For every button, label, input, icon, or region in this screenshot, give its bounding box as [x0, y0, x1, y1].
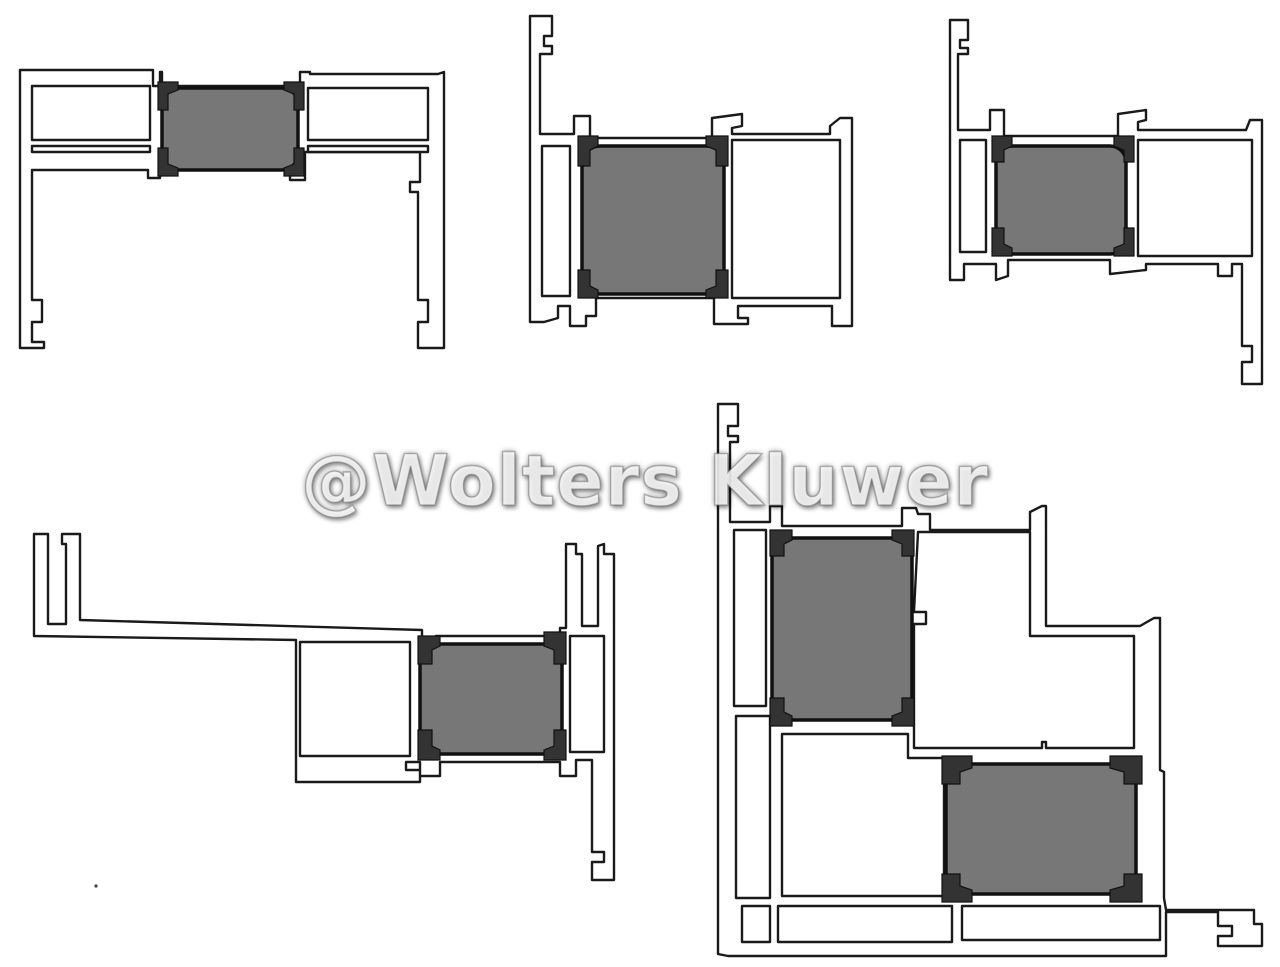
glazing-gasket: [417, 635, 441, 665]
glazing-gasket: [941, 755, 973, 785]
glazing-gasket: [705, 269, 729, 299]
frame-chamber-right: [1136, 138, 1254, 258]
glazing-gasket: [283, 147, 305, 177]
frame-chamber: [734, 714, 772, 900]
glazing-gasket: [157, 147, 179, 177]
glazing-gasket: [543, 631, 567, 665]
glazing-gasket: [577, 269, 599, 299]
glazing-gasket: [1113, 227, 1135, 257]
glazing-gasket: [991, 227, 1013, 257]
glazing-gasket: [417, 729, 441, 761]
glazing-gasket: [1113, 135, 1135, 163]
pen-mark: [94, 884, 98, 888]
glazing-unit: [944, 762, 1138, 896]
frame-chamber-right: [306, 86, 430, 142]
glazing-gasket: [941, 873, 973, 903]
profile-section-5: [716, 402, 1264, 958]
frame-chamber: [780, 732, 946, 898]
frame-chamber-right: [568, 634, 606, 754]
glazing-gasket: [577, 135, 599, 167]
glazing-gasket: [1109, 873, 1143, 903]
glazing-unit: [160, 86, 300, 172]
profile-section-4: [32, 532, 616, 882]
frame-chamber: [732, 528, 768, 708]
glazing-gasket: [543, 729, 567, 761]
glazing-gasket: [891, 529, 915, 557]
profile-section-3: [948, 18, 1264, 386]
glazing-gasket: [769, 529, 793, 557]
frame-chamber: [960, 904, 1162, 942]
glazing-unit: [770, 536, 914, 722]
frame-chamber-center: [298, 640, 412, 758]
profile-section-2: [528, 14, 854, 328]
glazing-gasket: [705, 135, 729, 167]
glazing-unit: [994, 144, 1128, 256]
glazing-unit: [580, 144, 726, 296]
frame-web: [306, 144, 430, 154]
frame-chamber-left: [540, 144, 572, 298]
frame-chamber: [740, 904, 772, 944]
frame-chamber-right: [730, 138, 842, 300]
frame-chamber: [912, 530, 1136, 750]
frame-chamber: [776, 904, 954, 944]
glazing-gasket: [283, 81, 305, 111]
glazing-gasket: [891, 697, 915, 727]
glazing-gasket: [157, 81, 179, 111]
glazing-unit: [418, 642, 564, 756]
frame-web: [30, 144, 152, 154]
glazing-gasket: [1109, 755, 1143, 785]
profile-section-1: [18, 68, 446, 350]
frame-chamber-left: [958, 138, 988, 254]
glazing-gasket: [769, 697, 793, 727]
frame-chamber-left: [30, 84, 152, 142]
glazing-gasket: [991, 135, 1013, 163]
